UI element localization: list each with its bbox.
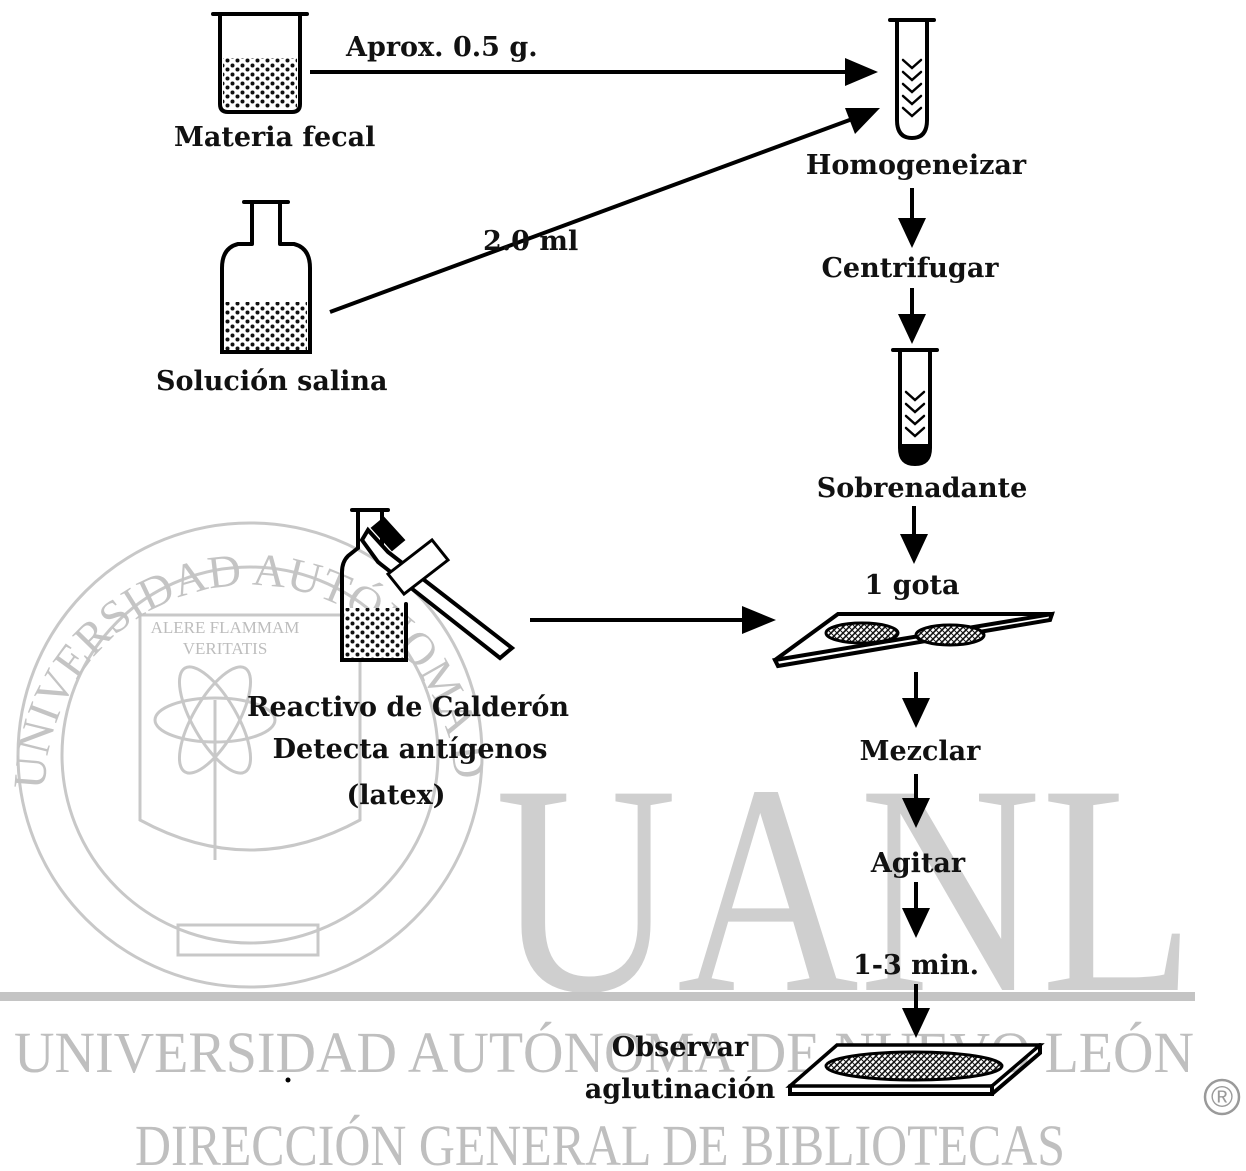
label-reactivo: Reactivo de Calderón	[247, 692, 569, 723]
label-agitar: Agitar	[870, 848, 966, 879]
registered-mark: ®	[1203, 1078, 1241, 1116]
label-minutos: 1-3 min.	[853, 950, 979, 981]
arrowhead	[900, 534, 928, 564]
label-mezclar: Mezclar	[860, 736, 982, 767]
arrowhead	[902, 698, 930, 728]
label-ml: 2.0 ml	[483, 226, 578, 257]
glass-slide-icon	[771, 611, 1055, 669]
arrowhead	[902, 1008, 930, 1038]
uanl-watermark: UANL	[495, 723, 1195, 1055]
stray-dot	[285, 1077, 291, 1083]
agglutination-slide-icon	[785, 1043, 1045, 1096]
label-detecta: Detecta antígenos	[273, 734, 548, 765]
test-tube-supernatant-icon	[891, 348, 939, 467]
arrowhead	[845, 58, 878, 86]
watermark-library: DIRECCIÓN GENERAL DE BIBLIOTECAS	[135, 1113, 1065, 1171]
label-aprox: Aprox. 0.5 g.	[345, 32, 538, 63]
university-seal	[16, 521, 484, 989]
seal-motto-2: VERITATIS	[183, 639, 268, 658]
label-observar: Observar	[612, 1032, 749, 1063]
reagent-bottle-icon	[340, 508, 516, 662]
label-homogeneizar: Homogeneizar	[806, 150, 1027, 181]
label-centrifugar: Centrifugar	[821, 253, 999, 284]
label-materia-fecal: Materia fecal	[174, 122, 375, 153]
label-solucion-salina: Solución salina	[156, 366, 387, 397]
svg-text:®: ®	[1211, 1081, 1233, 1114]
label-gota: 1 gota	[864, 570, 959, 601]
arrowhead	[898, 218, 926, 248]
beaker-icon	[211, 12, 309, 114]
labels: Aprox. 0.5 g. Materia fecal 2.0 ml Soluc…	[156, 32, 1027, 1105]
label-latex: (latex)	[346, 780, 445, 811]
arrow-saline-to-tube	[329, 116, 856, 314]
test-tube-icon	[888, 18, 936, 141]
arrowhead	[902, 798, 930, 828]
arrowhead	[845, 108, 880, 134]
seal-motto-1: ALERE FLAMMAM	[151, 618, 300, 637]
watermark-rule	[0, 992, 1195, 1001]
arrowhead	[742, 606, 776, 634]
arrowhead	[898, 314, 926, 344]
flow-arrows	[310, 58, 930, 1038]
arrowhead	[902, 908, 930, 938]
saline-bottle-icon	[220, 200, 312, 354]
label-aglutinacion: aglutinación	[585, 1074, 776, 1105]
label-sobrenadante: Sobrenadante	[817, 473, 1028, 504]
